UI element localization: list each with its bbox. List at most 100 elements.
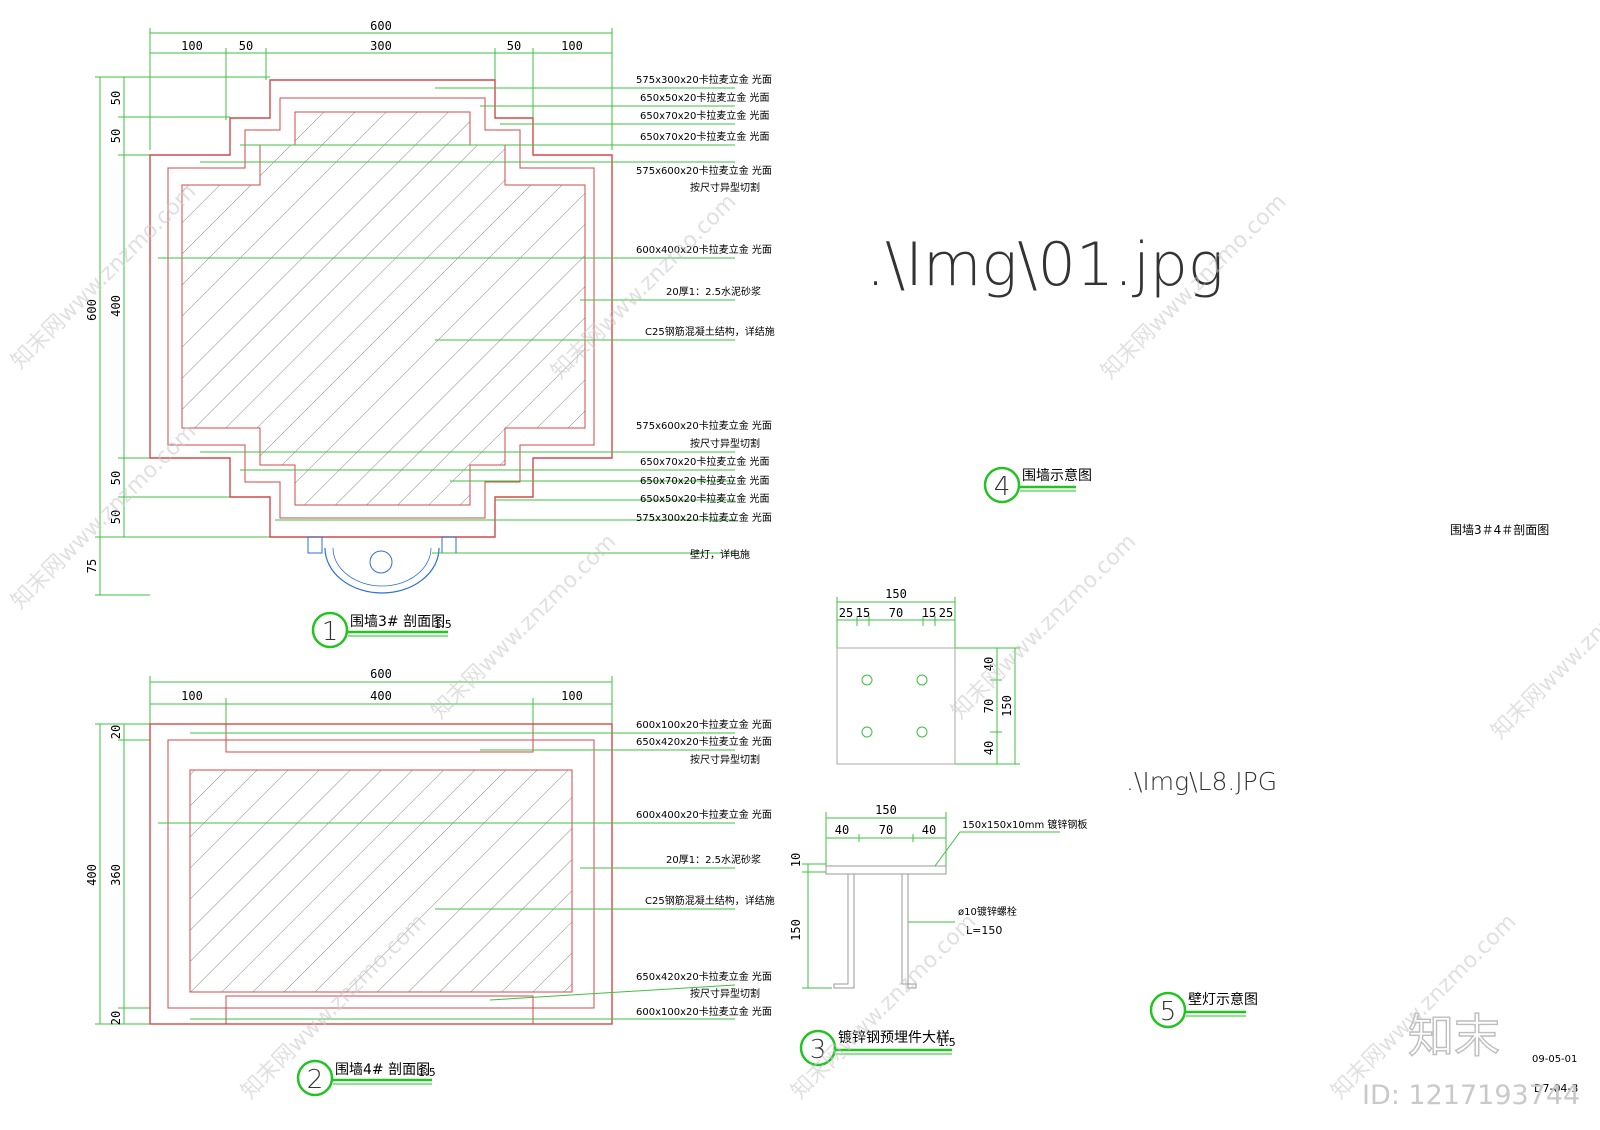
fig1-title-block: 1 围墙3# 剖面图 1:5 xyxy=(311,611,452,649)
fig3-bolt-hole-4 xyxy=(916,726,928,738)
fig1-scale: 1:5 xyxy=(434,618,452,631)
fig3-number-circle xyxy=(799,1029,837,1067)
fig3-plan-dim-1: 25 xyxy=(839,606,853,620)
figure-4-wall-illustration: .\Img\01.jpg 4 围墙示意图 xyxy=(866,230,1224,504)
fig5-image-ref: .\Img\L8.JPG xyxy=(1126,767,1277,796)
fig4-number: 4 xyxy=(994,472,1011,502)
fig3-bolt-hole-1 xyxy=(861,674,873,686)
fig1-top-dimensions xyxy=(149,28,613,150)
fig3-scale: 1:5 xyxy=(938,1036,956,1049)
fig2-dim-left-1: 20 xyxy=(109,725,123,739)
watermark-5: 知末网www.znzmo.com xyxy=(427,529,622,724)
fig2-dim-total-left: 400 xyxy=(85,864,99,886)
fig3-title-block: 3 镀锌钢预埋件大样 1:5 xyxy=(799,1029,956,1067)
fig1-leader-12: 650x70x20卡拉麦立金 光面 xyxy=(640,455,770,468)
fig2-bottom-cap xyxy=(225,995,534,1025)
fig1-leader-5: 575x600x20卡拉麦立金 光面 xyxy=(636,164,772,177)
fig1-dim-top-5: 100 xyxy=(561,39,583,53)
fig2-dim-top-1: 100 xyxy=(181,689,203,703)
fig2-concrete-core xyxy=(189,769,573,993)
fig5-title: 壁灯示意图 xyxy=(1188,991,1258,1008)
fig3-section-dimensions xyxy=(802,812,947,989)
fig3-plan-dimensions xyxy=(836,597,1020,765)
fig3-plan-right-dim-3: 40 xyxy=(982,741,996,755)
fig1-leader-7: 600x400x20卡拉麦立金 光面 xyxy=(636,243,772,256)
fig3-bolt-hole-3 xyxy=(861,726,873,738)
fig2-leader-5: 20厚1：2.5水泥砂浆 xyxy=(666,853,761,866)
fig1-number: 1 xyxy=(322,617,339,647)
fig2-leader-6: C25钢筋混凝土结构，详结施 xyxy=(645,894,775,907)
fig1-leader-11: 按尺寸异型切割 xyxy=(690,437,760,450)
fig2-leader-2: 650x420x20卡拉麦立金 光面 xyxy=(636,735,772,748)
fig3-sect-total: 150 xyxy=(875,803,897,817)
fig1-dim-left-1: 50 xyxy=(109,91,123,105)
fig1-dim-total-left: 600 xyxy=(85,299,99,321)
fig4-number-circle xyxy=(983,466,1021,504)
fig3-bolt-hole-2 xyxy=(916,674,928,686)
fig3-section-drawing xyxy=(825,865,947,989)
fig1-leader-9: C25钢筋混凝土结构，详结施 xyxy=(645,325,775,338)
fig2-leader-3: 按尺寸异型切割 xyxy=(690,753,760,766)
fig1-leader-lines xyxy=(158,87,735,554)
fig4-title: 围墙示意图 xyxy=(1022,467,1092,484)
fig1-leader-6: 按尺寸异型切割 xyxy=(690,181,760,194)
sheet-page: D7-04-3 xyxy=(1534,1082,1578,1095)
watermark-9: 知末网www.znzmo.com xyxy=(787,909,982,1104)
fig1-dim-left-5: 50 xyxy=(109,510,123,524)
fig1-leader-15: 575x300x20卡拉麦立金 光面 xyxy=(636,511,772,524)
fig3-plan-total: 150 xyxy=(885,587,907,601)
figure-1-section-wall-3: 600 100 50 300 50 100 600 50 50 400 50 5… xyxy=(85,19,775,649)
fig3-sect-dim-3: 40 xyxy=(922,823,936,837)
fig1-wall-light xyxy=(307,536,457,594)
fig3-leader-lines xyxy=(908,831,1060,923)
fig2-leader-7: 650x420x20卡拉麦立金 光面 xyxy=(636,970,772,983)
fig3-plan-dim-2: 15 xyxy=(856,606,870,620)
fig2-title-block: 2 围墙4# 剖面图 1:5 xyxy=(296,1059,436,1097)
fig3-plate-note: 150x150x10mm 镀锌钢板 xyxy=(962,818,1087,831)
watermark-7: 知末网www.znzmo.com xyxy=(1487,549,1600,744)
fig2-title: 围墙4# 剖面图 xyxy=(335,1062,430,1078)
sheet-code: 09-05-01 xyxy=(1532,1054,1577,1065)
fig2-leader-lines xyxy=(158,732,736,1020)
fig3-plan-right-dim-1: 40 xyxy=(982,657,996,671)
fig3-title: 镀锌钢预埋件大样 xyxy=(838,1029,950,1046)
fig3-sect-left-dim-1: 10 xyxy=(789,853,803,867)
fig4-image-ref: .\Img\01.jpg xyxy=(866,230,1224,300)
fig2-dim-left-3: 20 xyxy=(109,1011,123,1025)
fig3-bolt-note: ø10镀锌螺栓 xyxy=(958,905,1017,918)
fig1-leader-10: 575x600x20卡拉麦立金 光面 xyxy=(636,419,772,432)
fig1-title: 围墙3# 剖面图 xyxy=(350,614,445,630)
fig1-dim-top-2: 50 xyxy=(239,39,253,53)
fig1-dim-left-3: 400 xyxy=(109,295,123,317)
fig2-leader-1: 600x100x20卡拉麦立金 光面 xyxy=(636,718,772,731)
fig1-leader-16: 壁灯，详电施 xyxy=(690,548,750,561)
fig1-leader-13: 650x70x20卡拉麦立金 光面 xyxy=(640,474,770,487)
fig1-dim-top-1: 100 xyxy=(181,39,203,53)
fig2-number: 2 xyxy=(307,1065,324,1095)
fig1-leader-1: 575x300x20卡拉麦立金 光面 xyxy=(636,73,772,86)
fig3-plan-dim-4: 15 xyxy=(922,606,936,620)
fig1-inner-cladding xyxy=(167,97,595,519)
brand-id-label: ID: 1217193744 xyxy=(1362,1080,1580,1111)
fig3-plan-dim-5: 25 xyxy=(939,606,953,620)
figure-2-section-wall-4: 600 100 400 100 400 20 360 20 600x100x20… xyxy=(85,667,775,1097)
watermark-10: 知末网www.znzmo.com xyxy=(1327,909,1522,1104)
fig5-number: 5 xyxy=(1160,997,1177,1027)
fig2-leader-4: 600x400x20卡拉麦立金 光面 xyxy=(636,808,772,821)
fig1-dim-total-top: 600 xyxy=(370,19,392,33)
fig1-dim-top-3: 300 xyxy=(370,39,392,53)
watermark-6: 知末网www.znzmo.com xyxy=(947,529,1142,724)
watermark-4: 知末网www.znzmo.com xyxy=(7,419,202,614)
fig2-dim-left-2: 360 xyxy=(109,864,123,886)
fig1-concrete-core xyxy=(181,111,586,506)
fig2-inner-cladding xyxy=(167,739,595,1009)
fig2-number-circle xyxy=(296,1059,334,1097)
fig1-dim-left-extra: 75 xyxy=(85,559,99,573)
fig1-dim-top-4: 50 xyxy=(507,39,521,53)
fig3-number: 3 xyxy=(810,1035,827,1065)
fig1-leader-3: 650x70x20卡拉麦立金 光面 xyxy=(640,109,770,122)
fig1-leader-2: 650x50x20卡拉麦立金 光面 xyxy=(640,91,770,104)
fig1-number-circle xyxy=(311,611,349,649)
fig1-leader-8: 20厚1：2.5水泥砂浆 xyxy=(666,285,761,298)
